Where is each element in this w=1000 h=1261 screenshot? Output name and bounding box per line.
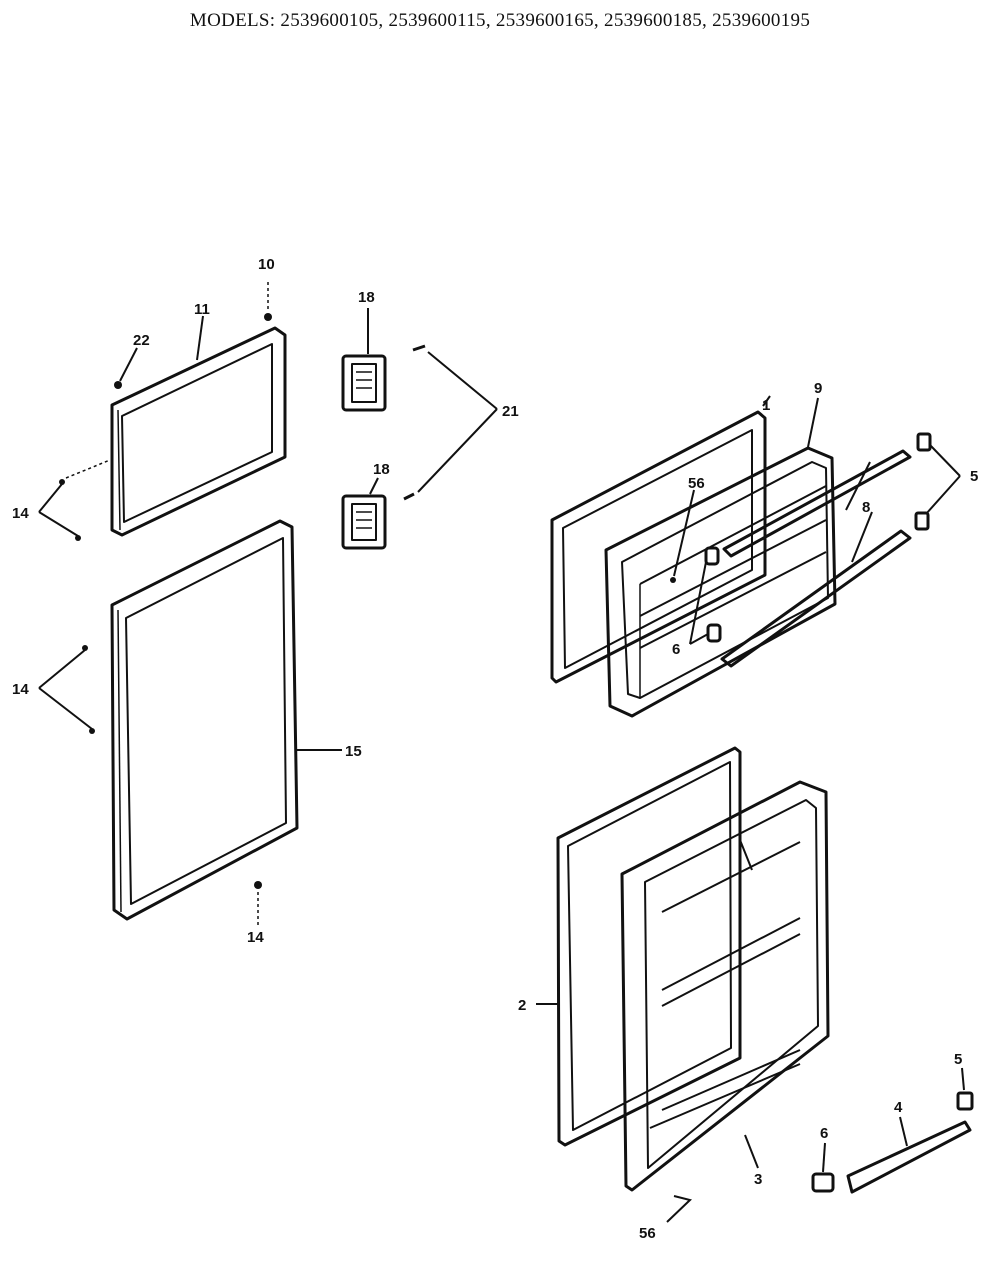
- label-8: 8: [862, 499, 870, 516]
- clips-5-upper: [914, 432, 961, 531]
- leader-11: [196, 315, 204, 361]
- label-5-lower: 5: [954, 1051, 962, 1068]
- screws-21: [403, 344, 498, 501]
- screws-14-mid: [38, 645, 95, 734]
- screw-14-bottom: [254, 881, 262, 925]
- models-title: MODELS: 2539600105, 2539600115, 25396001…: [189, 10, 811, 31]
- label-14-bottom: 14: [247, 929, 264, 946]
- stoppers-6: [689, 546, 722, 645]
- fresh-food-door-panel-2: [556, 746, 742, 1147]
- label-21: 21: [502, 403, 519, 420]
- label-5-upper: 5: [970, 468, 978, 485]
- label-6-lower: 6: [820, 1125, 828, 1142]
- label-56-upper: 56: [688, 475, 705, 492]
- label-6-upper: 6: [672, 641, 680, 658]
- clip-5-lower: [956, 1067, 974, 1111]
- label-10: 10: [258, 256, 275, 273]
- screws-14-upper: [38, 459, 111, 541]
- label-14-upper: 14: [12, 505, 29, 522]
- freezer-door-panel-1: [550, 395, 771, 684]
- label-14-mid: 14: [12, 681, 29, 698]
- label-18-lower: 18: [373, 461, 390, 478]
- handle-18-lower: [341, 477, 387, 550]
- clip-6-lower: [811, 1142, 835, 1193]
- label-22: 22: [133, 332, 150, 349]
- label-56-lower: 56: [639, 1225, 656, 1242]
- fresh-food-door-liner-3: [620, 780, 830, 1192]
- label-9: 9: [814, 380, 822, 397]
- freezer-gasket: [110, 326, 287, 537]
- screw-56-upper: [670, 489, 695, 583]
- label-4: 4: [894, 1099, 903, 1116]
- cap-10: [264, 282, 272, 321]
- fresh-food-gasket: [110, 519, 299, 921]
- screw-56-lower: [666, 1195, 693, 1223]
- label-3: 3: [754, 1171, 762, 1188]
- handle-18-upper: [341, 308, 387, 412]
- shelf-bars-8: [720, 449, 912, 668]
- label-11: 11: [194, 301, 210, 318]
- label-18-upper: 18: [358, 289, 375, 306]
- label-1: 1: [762, 397, 770, 414]
- label-2: 2: [518, 997, 526, 1014]
- cap-22: [114, 347, 138, 389]
- label-15: 15: [345, 743, 362, 760]
- door-shelf-4: [846, 1116, 972, 1194]
